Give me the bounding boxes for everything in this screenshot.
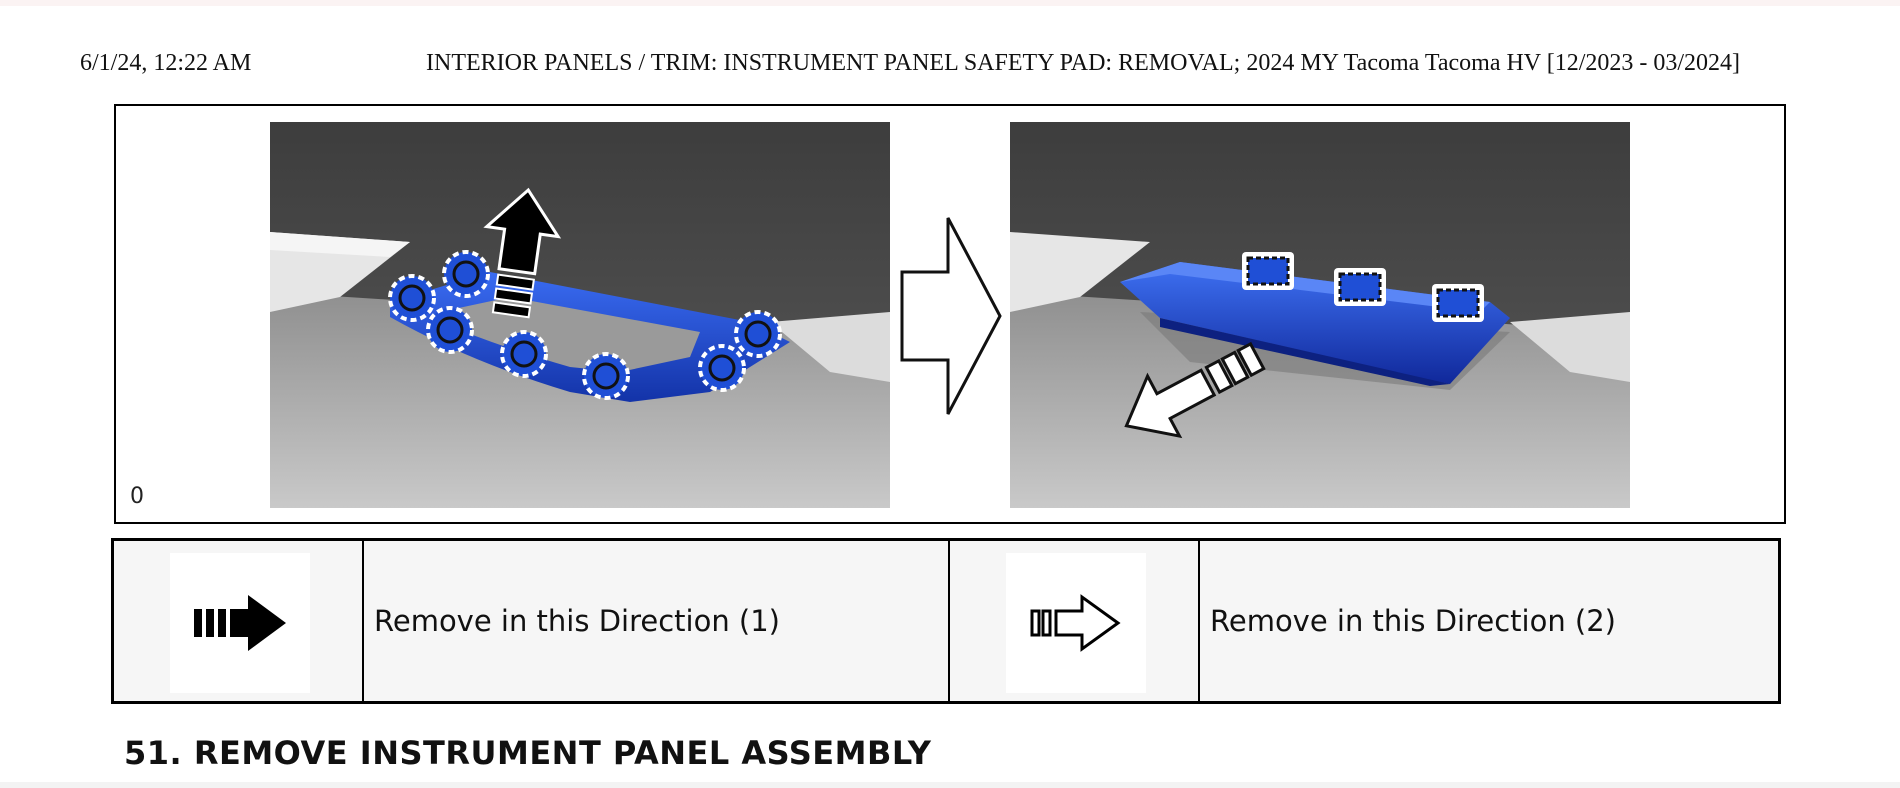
document-title: INTERIOR PANELS / TRIM: INSTRUMENT PANEL… — [426, 50, 1741, 76]
legend-text-cell-1: Remove in this Direction (1) — [364, 541, 950, 701]
legend-label-direction-2: Remove in this Direction (2) — [1210, 604, 1616, 638]
legend-table: Remove in this Direction (1) Remove in t… — [111, 538, 1781, 704]
legend-label-direction-1: Remove in this Direction (1) — [374, 604, 780, 638]
panel-removed-illustration — [1010, 122, 1630, 508]
figure-id-label: 0 — [130, 484, 144, 509]
clip-release-illustration — [270, 122, 890, 508]
print-date: 6/1/24, 12:22 AM — [80, 50, 252, 76]
transition-arrow-icon — [900, 216, 1004, 416]
legend-icon-cell-2 — [950, 541, 1200, 701]
top-band — [0, 0, 1900, 6]
page-header: 6/1/24, 12:22 AM INTERIOR PANELS / TRIM:… — [80, 50, 1850, 84]
hollow-arrow-icon — [1006, 553, 1146, 693]
legend-icon-cell-1 — [114, 541, 364, 701]
panel-removed-drawing — [1010, 122, 1630, 508]
bottom-band — [0, 782, 1900, 788]
step-heading: 51. REMOVE INSTRUMENT PANEL ASSEMBLY — [124, 734, 932, 772]
legend-text-cell-2: Remove in this Direction (2) — [1200, 541, 1778, 701]
illustration-figure: 0 — [114, 104, 1786, 524]
clip-release-drawing — [270, 122, 890, 508]
solid-arrow-icon — [170, 553, 310, 693]
